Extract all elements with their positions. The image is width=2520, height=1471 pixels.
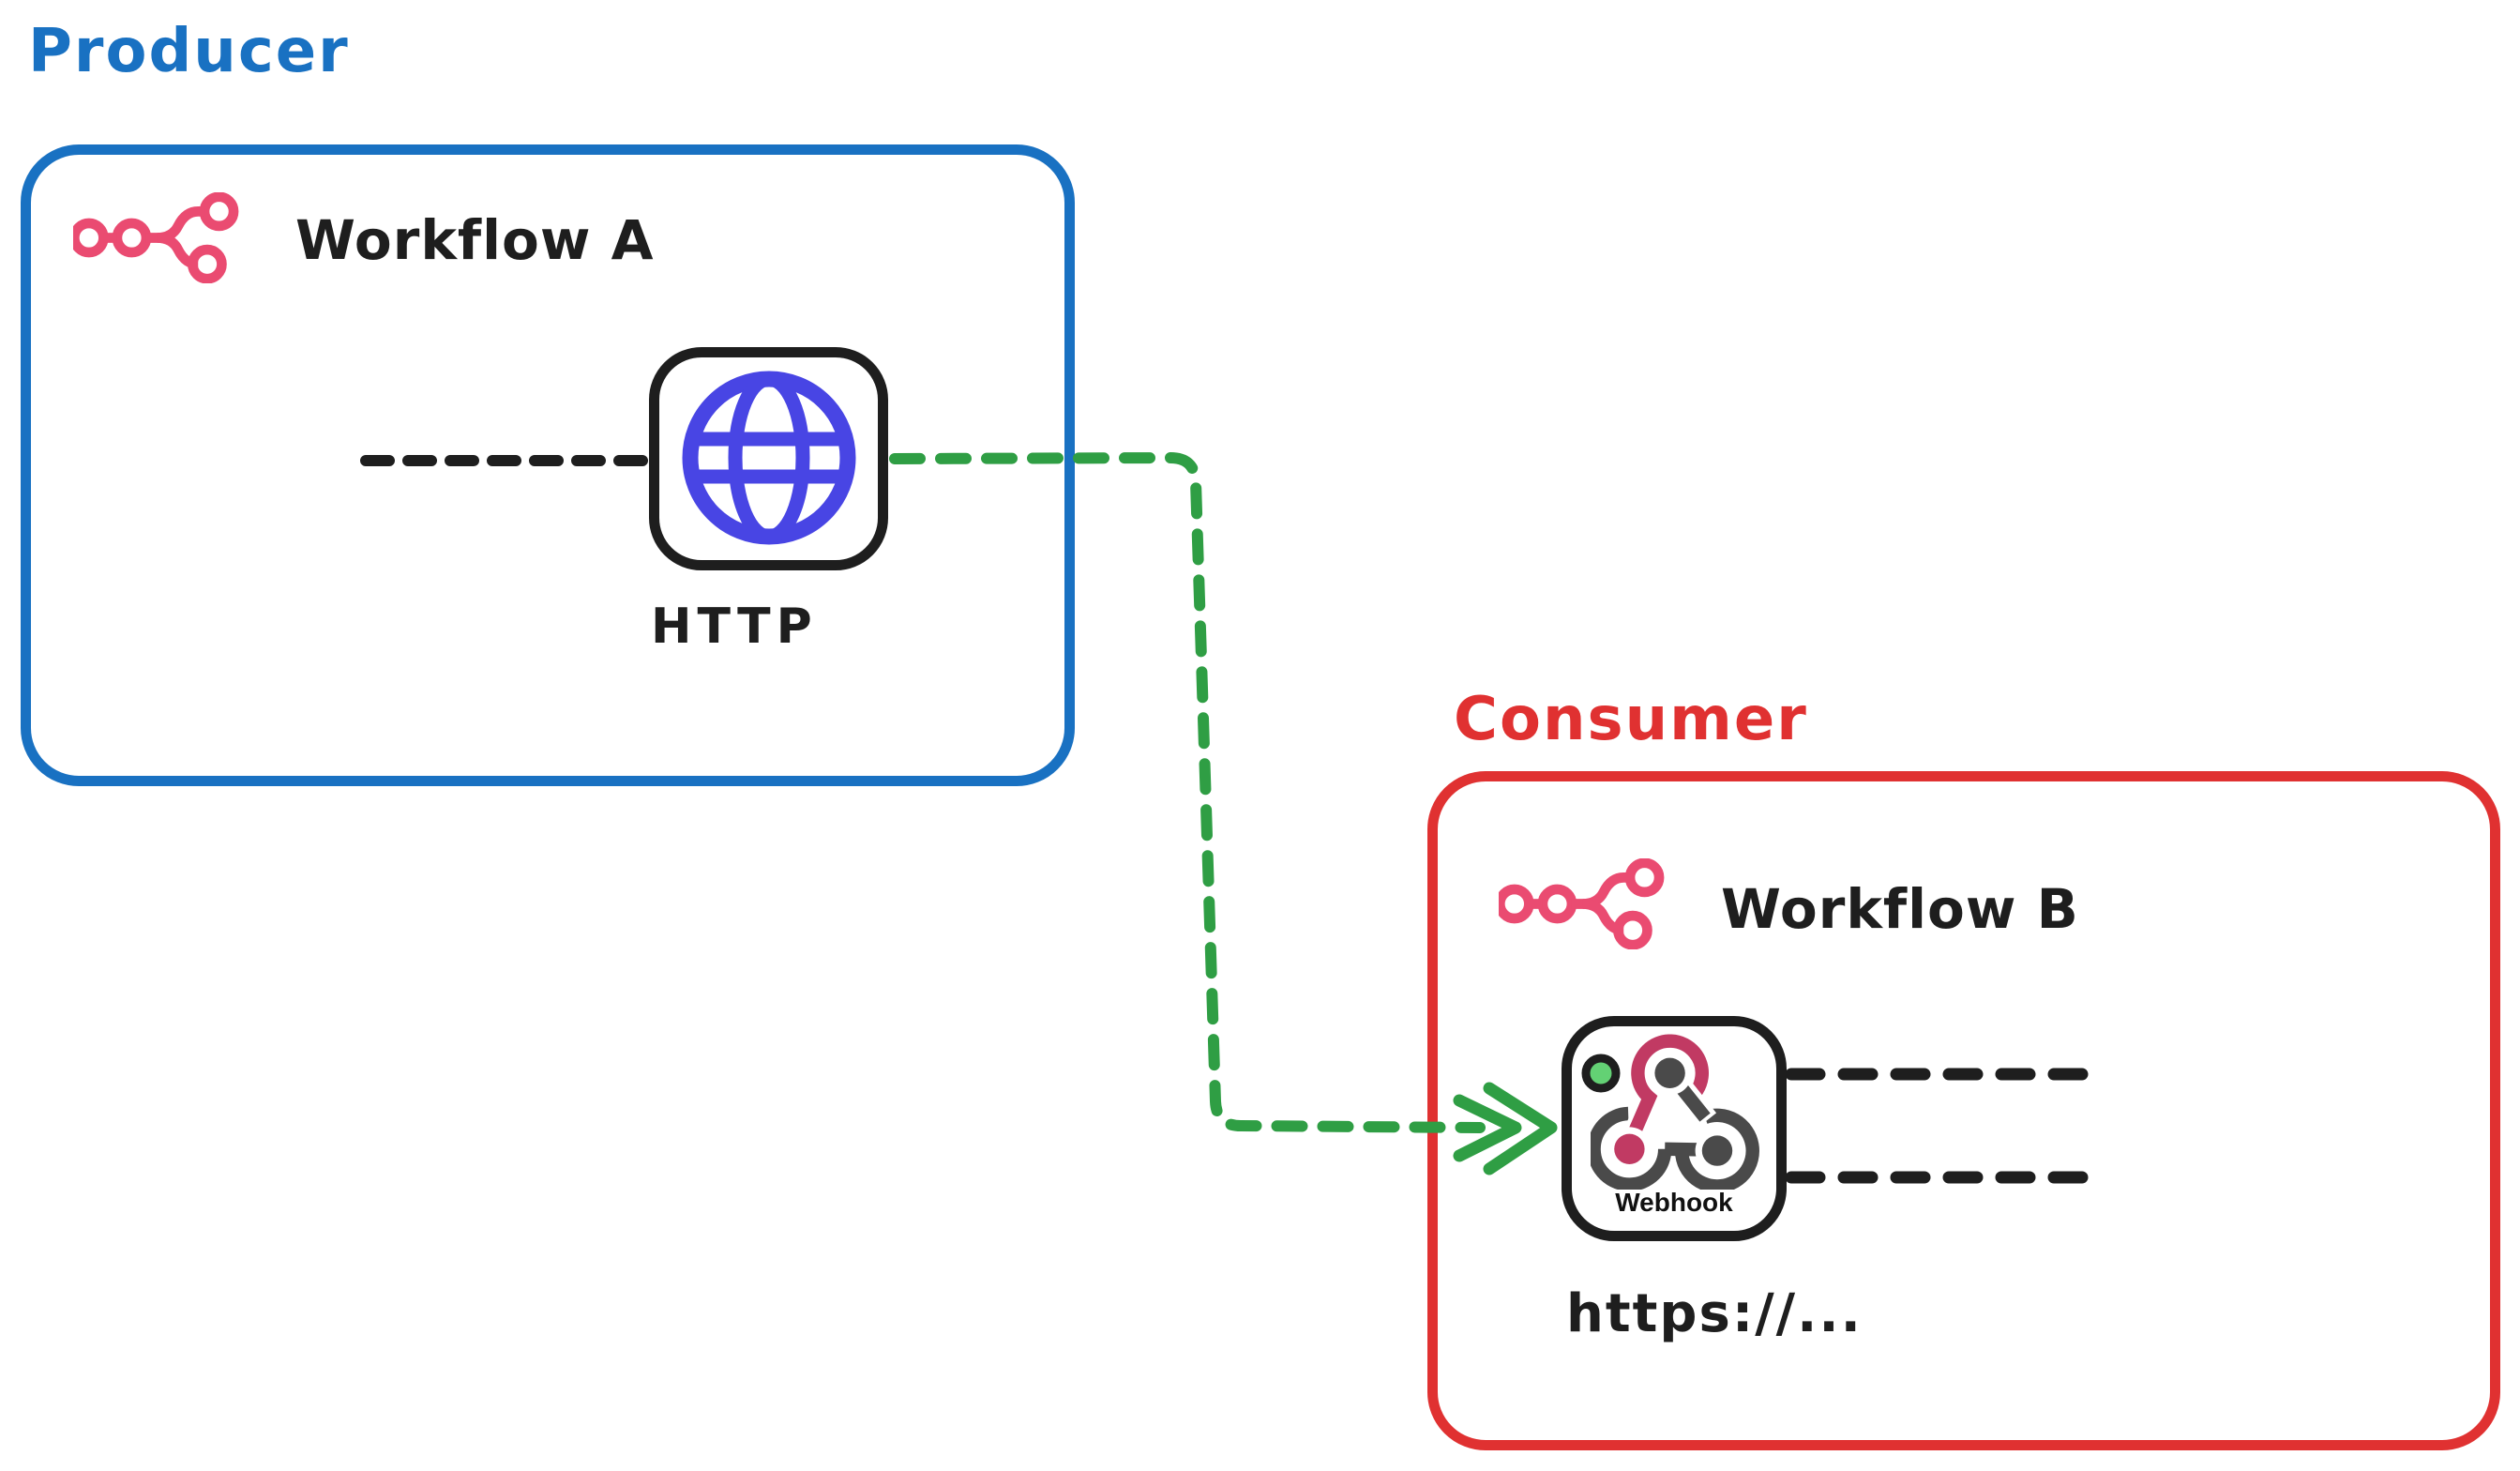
status-dot-icon [1581,1054,1621,1093]
http-node-label: HTTP [651,599,818,655]
webhook-url-label: https://... [1566,1283,1863,1344]
globe-icon [682,371,856,545]
producer-label: Producer [28,17,350,86]
workflow-icon [68,191,247,287]
webhook-icon [1591,1029,1759,1190]
workflow-b-label: Workflow B [1721,877,2079,941]
workflow-a-label: Workflow A [295,208,655,272]
webhook-node: Webhook [1562,1016,1787,1241]
http-node [649,347,888,570]
workflow-icon [1494,857,1672,953]
webhook-node-label: Webhook [1615,1188,1733,1217]
consumer-label: Consumer [1454,685,1808,754]
